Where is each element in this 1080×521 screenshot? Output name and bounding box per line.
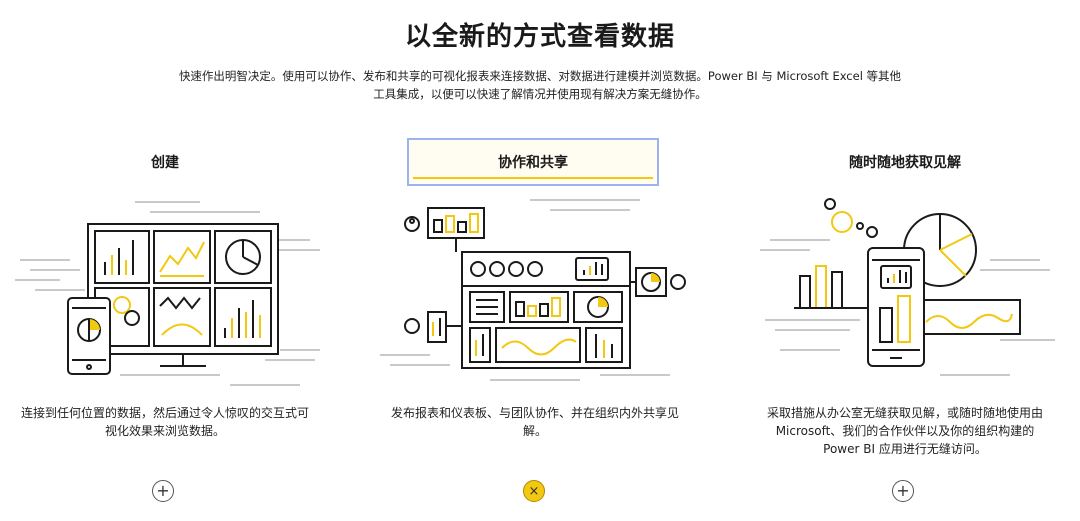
page-title: 以全新的方式查看数据 (404, 22, 675, 52)
tab-collaborate-label: 协作和共享 (498, 155, 568, 171)
create-illustration-icon (15, 201, 320, 386)
tab-anywhere[interactable]: 随时随地获取见解 (780, 138, 1030, 186)
plus-icon: + (156, 481, 170, 500)
plus-icon: + (896, 481, 910, 500)
tab-selected-indicator (413, 177, 653, 179)
feature-collaborate-description: 发布报表和仪表板、与团队协作、并在组织内外共享见解。 (390, 406, 679, 438)
tab-create[interactable]: 创建 (70, 138, 260, 186)
feature-create-description: 连接到任何位置的数据，然后通过令人惊叹的交互式可视化效果来浏览数据。 (20, 406, 309, 438)
anywhere-illustration-icon (760, 198, 1055, 376)
tab-collaborate[interactable]: 协作和共享 (407, 138, 659, 186)
tab-create-label: 创建 (151, 155, 179, 171)
tab-anywhere-label: 随时随地获取见解 (849, 155, 961, 171)
expand-create-button[interactable]: + (152, 480, 174, 502)
close-icon: × (528, 483, 540, 499)
collaborate-illustration-icon (380, 199, 686, 381)
page-subtitle: 快速作出明智决定。使用可以协作、发布和共享的可视化报表来连接数据、对数据进行建模… (178, 69, 902, 101)
collapse-collaborate-button[interactable]: × (523, 480, 545, 502)
expand-anywhere-button[interactable]: + (892, 480, 914, 502)
feature-anywhere-description: 采取措施从办公室无缝获取见解，或随时随地使用由 Microsoft、我们的合作伙… (766, 406, 1043, 456)
